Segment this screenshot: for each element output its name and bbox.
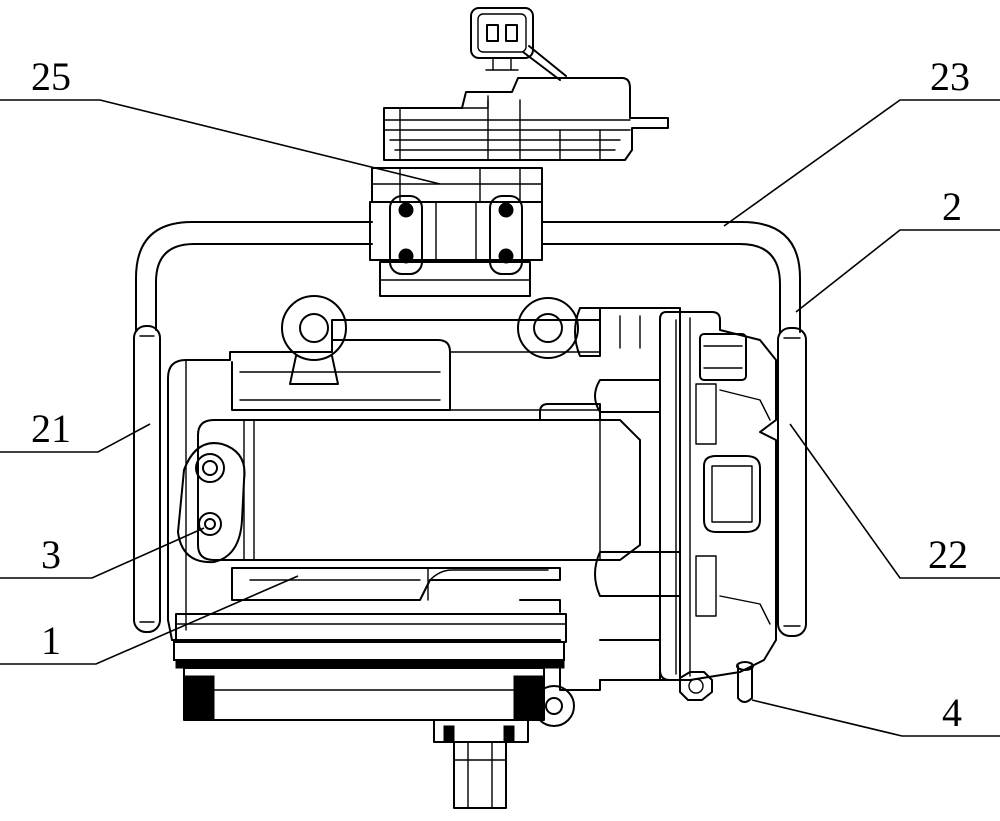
leader-25 — [0, 99, 441, 185]
flange-block — [369, 195, 543, 297]
main-body — [167, 295, 681, 691]
callout-25: 25 — [31, 54, 71, 99]
end-cap — [659, 311, 777, 681]
control-unit — [173, 613, 575, 809]
actuator-housing — [371, 77, 669, 203]
callout-4: 4 — [942, 690, 962, 735]
side-plate — [177, 442, 246, 564]
callout-2: 2 — [942, 184, 962, 229]
outer-frame — [133, 221, 807, 637]
callout-1: 1 — [41, 618, 61, 663]
leader-4 — [751, 699, 1000, 737]
callout-3: 3 — [41, 532, 61, 577]
leader-1 — [0, 575, 299, 665]
callout-21: 21 — [31, 406, 71, 451]
connector-plug — [470, 7, 567, 81]
leader-21 — [0, 423, 151, 453]
callout-23: 23 — [930, 54, 970, 99]
callout-labels: 25 23 2 21 22 3 1 4 — [31, 54, 970, 735]
leader-2 — [795, 229, 1000, 313]
leader-22 — [789, 423, 1000, 579]
leader-lines — [0, 99, 1000, 737]
leader-23 — [723, 99, 1000, 227]
callout-22: 22 — [928, 532, 968, 577]
bottom-fittings — [679, 661, 754, 703]
leader-3 — [0, 527, 205, 579]
